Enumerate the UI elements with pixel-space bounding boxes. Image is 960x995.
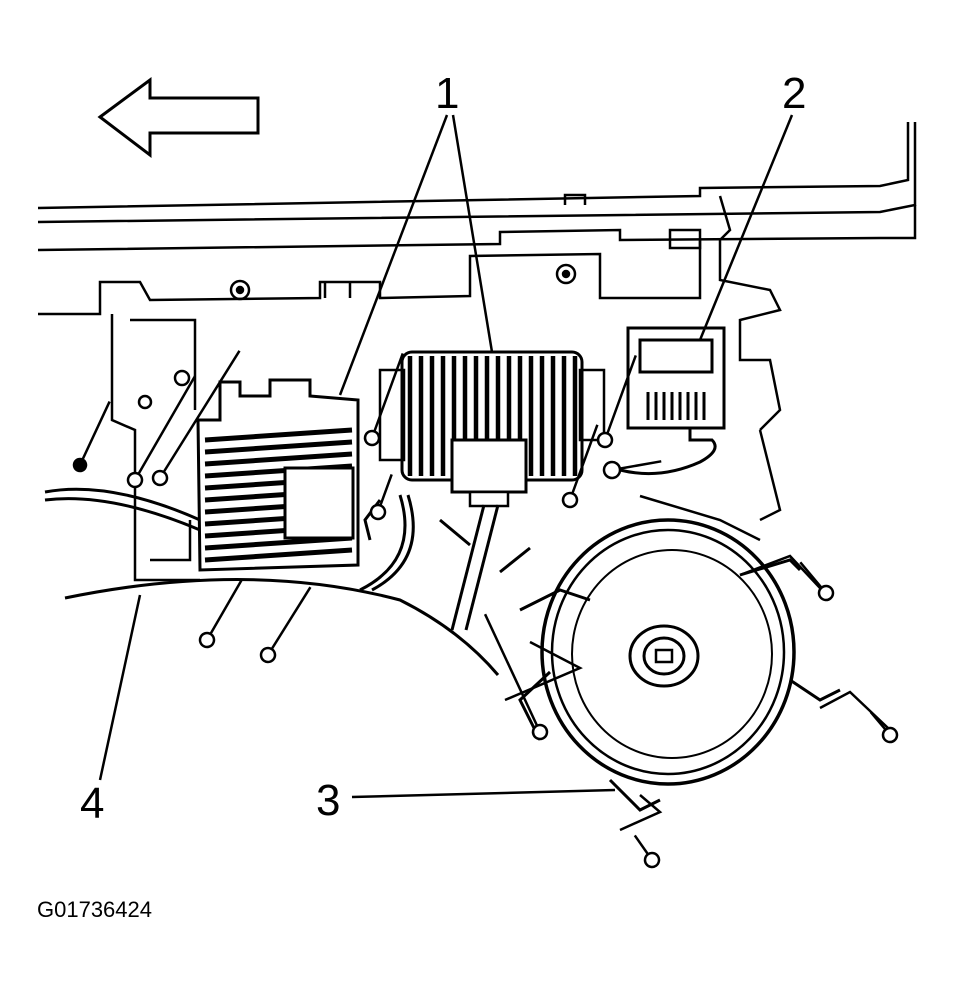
screw bbox=[483, 613, 549, 741]
callout-2: 2 bbox=[782, 69, 806, 118]
screw bbox=[369, 473, 393, 521]
screw bbox=[869, 711, 899, 744]
module-center bbox=[378, 350, 606, 508]
fasteners bbox=[72, 350, 899, 869]
module-small bbox=[619, 326, 726, 476]
screw bbox=[259, 586, 312, 664]
screw bbox=[799, 561, 835, 602]
screw bbox=[596, 355, 637, 449]
arrow-left-icon bbox=[97, 77, 260, 159]
screw bbox=[198, 578, 244, 649]
screw bbox=[633, 834, 661, 869]
screw bbox=[151, 350, 241, 487]
callout-3: 3 bbox=[316, 776, 340, 825]
mounting-holes bbox=[137, 263, 577, 410]
screw bbox=[561, 424, 599, 509]
module-left bbox=[196, 378, 360, 572]
callout-1: 1 bbox=[435, 69, 459, 118]
leader-lines bbox=[98, 114, 794, 799]
lower-panel bbox=[64, 518, 531, 676]
screw bbox=[363, 353, 404, 447]
speaker bbox=[518, 518, 841, 812]
screw bbox=[126, 375, 197, 489]
left-bracket bbox=[110, 314, 200, 582]
screw bbox=[602, 460, 662, 480]
panel-frame bbox=[37, 122, 917, 522]
screw bbox=[72, 401, 111, 473]
wiring bbox=[44, 487, 500, 631]
figure-id: G01736424 bbox=[37, 897, 152, 922]
callout-4: 4 bbox=[80, 779, 104, 828]
